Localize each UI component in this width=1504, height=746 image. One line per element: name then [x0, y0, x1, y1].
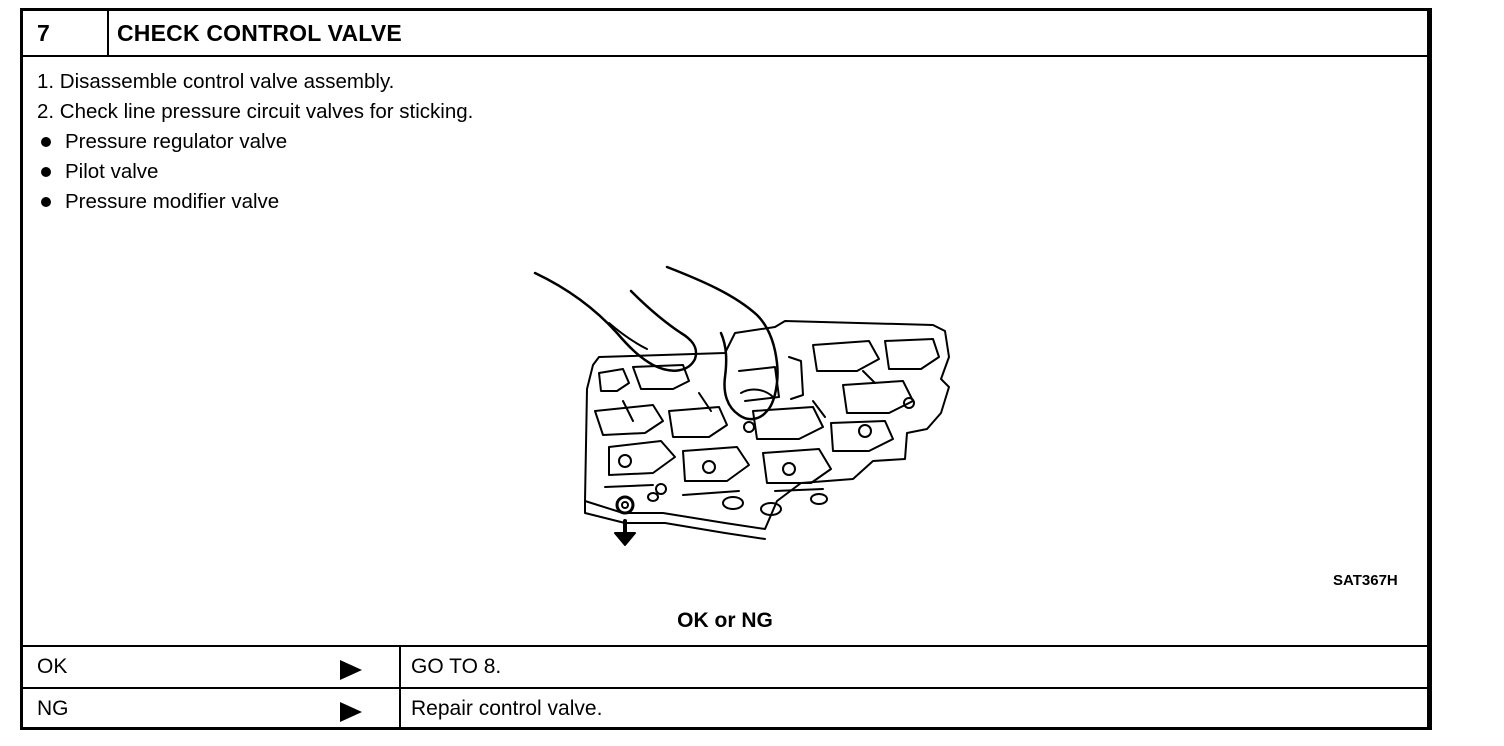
result-condition: NG [37, 697, 69, 720]
result-row-ok: OK GO TO 8. [23, 645, 1427, 687]
bullet-item: Pressure modifier valve [37, 187, 473, 217]
bullet-label: Pressure modifier valve [65, 190, 280, 213]
bullet-label: Pressure regulator valve [65, 130, 288, 153]
result-action: GO TO 8. [411, 655, 502, 678]
step-number: 7 [23, 11, 109, 55]
figure-code: SAT367H [1333, 572, 1398, 589]
right-arrow-icon [340, 702, 362, 722]
instruction-item: 2. Check line pressure circuit valves fo… [37, 100, 474, 123]
step-header: 7 CHECK CONTROL VALVE [23, 11, 1427, 57]
result-action: Repair control valve. [411, 697, 603, 720]
bullet-icon [41, 136, 51, 147]
bullet-item: Pressure regulator valve [37, 127, 473, 157]
result-condition: OK [37, 655, 68, 678]
instruction-list: 1. Disassemble control valve assembly. 2… [37, 67, 473, 217]
step-title: CHECK CONTROL VALVE [117, 20, 402, 46]
bullet-item: Pilot valve [37, 157, 473, 187]
ok-or-ng-prompt: OK or NG [677, 609, 773, 632]
control-valve-illustration [533, 265, 950, 546]
result-row-ng: NG Repair control valve. [23, 687, 1427, 727]
instruction-item: 1. Disassemble control valve assembly. [37, 70, 395, 93]
result-condition-cell: OK [23, 647, 401, 687]
result-condition-cell: NG [23, 689, 401, 727]
bullet-label: Pilot valve [65, 160, 159, 183]
bullet-icon [41, 196, 51, 207]
bullet-icon [41, 166, 51, 177]
right-arrow-icon [340, 660, 362, 680]
procedure-table: 7 CHECK CONTROL VALVE 1. Disassemble con… [20, 8, 1432, 730]
